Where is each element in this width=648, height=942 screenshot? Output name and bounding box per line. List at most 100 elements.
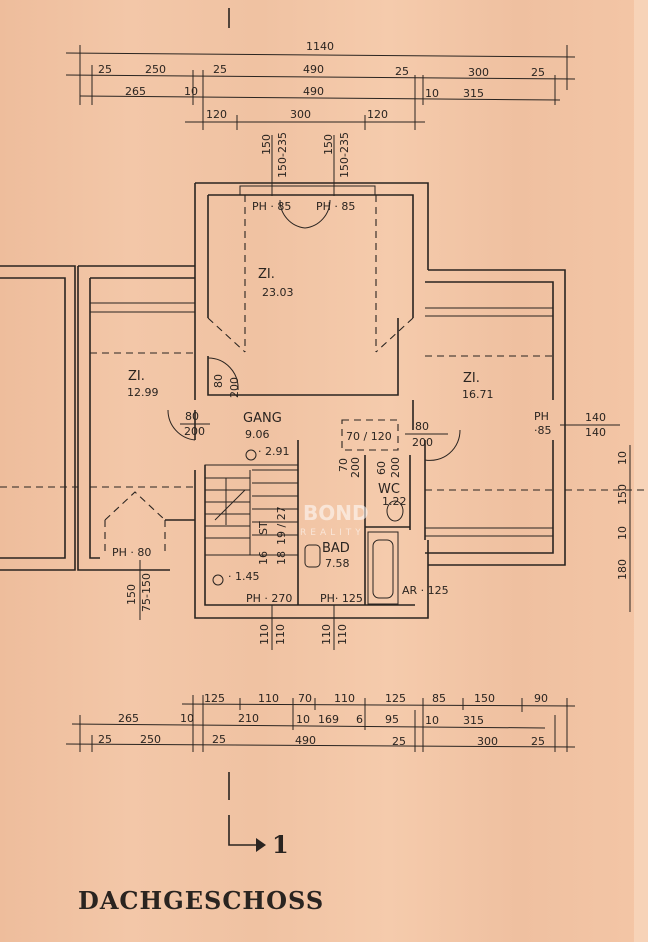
dim: 110: [258, 692, 279, 705]
dim: 70: [298, 692, 312, 705]
door-swings: [167, 199, 461, 461]
dimensions-bottom: 125 110 70 110 125 85 150 90 265 10 210 …: [65, 692, 576, 752]
dim: 125: [204, 692, 225, 705]
dimensions-side: 140 140 10 150 10 180 150 75-150 110 110…: [125, 411, 631, 650]
room-name: WC: [378, 482, 400, 497]
dim: 6: [356, 713, 363, 726]
door-dim: 60: [375, 461, 388, 475]
door-dim: 200: [412, 436, 433, 449]
dim-window: 150-235: [338, 132, 351, 178]
dim: 10: [425, 714, 439, 727]
dim: 150: [616, 484, 629, 505]
dim: 490: [295, 734, 316, 747]
ar-label: AR · 125: [402, 584, 449, 597]
level-label: · 1.45: [228, 570, 260, 583]
room-labels: ZI. 23.03 ZI. 12.99 ZI. 16.71 GANG 9.06 …: [127, 267, 494, 570]
dim: 110: [258, 624, 271, 645]
dimensions-top: 1140 25 250 25 490 25 300 25 265 10 490 …: [65, 40, 576, 196]
stair-label: 16: [257, 551, 270, 565]
stair-label: 19 / 27: [275, 506, 288, 545]
room-name: ZI.: [128, 369, 145, 384]
dim: 180: [616, 559, 629, 580]
dim: 265: [125, 85, 146, 98]
dim: 25: [531, 735, 545, 748]
dim: 169: [318, 713, 339, 726]
dim: 25: [98, 63, 112, 76]
ph-label: PH · 85: [316, 200, 355, 213]
dim: 490: [303, 85, 324, 98]
dim: 110: [274, 624, 287, 645]
dim: 265: [118, 712, 139, 725]
staircase: [204, 464, 299, 556]
room-area: 9.06: [245, 428, 270, 441]
door-dim: 200: [389, 457, 402, 478]
section-marker: 1: [228, 772, 289, 859]
dim: 25: [98, 733, 112, 746]
ph-label: PH · 270: [246, 592, 292, 605]
ph-label: PH· 125: [320, 592, 363, 605]
annotations: PH · 85 PH · 85 PH · 80 PH ·85 PH · 270 …: [112, 200, 552, 605]
room-area: 23.03: [262, 286, 294, 299]
watermark-text: REALITY: [300, 528, 365, 538]
dim: 110: [320, 624, 333, 645]
room-name: BAD: [322, 541, 350, 556]
ph-label: PH · 85: [252, 200, 291, 213]
dim: 300: [290, 108, 311, 121]
dim-window: 150: [322, 134, 335, 155]
dim: 120: [367, 108, 388, 121]
dim: 315: [463, 87, 484, 100]
dim: 300: [468, 66, 489, 79]
dim: 250: [140, 733, 161, 746]
dim: 10: [184, 85, 198, 98]
dim: 490: [303, 63, 324, 76]
dim: 120: [206, 108, 227, 121]
room-area: 1.22: [382, 495, 407, 508]
door-dim: 200: [184, 425, 205, 438]
paper-edge: [634, 0, 648, 942]
door-dim: 80: [415, 420, 429, 433]
dashed-lines: [0, 195, 648, 556]
dim: 75-150: [140, 573, 153, 612]
dim: 150: [474, 692, 495, 705]
dim: 25: [392, 735, 406, 748]
level-label: · 2.91: [258, 445, 290, 458]
dim: 90: [534, 692, 548, 705]
dim: 110: [336, 624, 349, 645]
dim: 250: [145, 63, 166, 76]
stair-label: ST: [257, 521, 270, 535]
dim: 25: [213, 63, 227, 76]
door-dim: 70: [337, 458, 350, 472]
dim: 210: [238, 712, 259, 725]
room-name: GANG: [243, 411, 282, 426]
room-area: 12.99: [127, 386, 159, 399]
room-area: 16.71: [462, 388, 494, 401]
door-dim: 80: [212, 374, 225, 388]
door-dim: 200: [349, 457, 362, 478]
dim: 10: [616, 451, 629, 465]
dim: 25: [531, 66, 545, 79]
door-dim: 80: [185, 410, 199, 423]
section-number: 1: [272, 830, 289, 859]
dim: 95: [385, 713, 399, 726]
dim: 25: [212, 733, 226, 746]
dim: 10: [296, 713, 310, 726]
dim-window: 150-235: [276, 132, 289, 178]
dim-total: 1140: [306, 40, 334, 53]
dim: 315: [463, 714, 484, 727]
floor-title: DACHGESCHOSS: [78, 886, 325, 915]
dim-window: 150: [260, 134, 273, 155]
dim: 10: [616, 526, 629, 540]
ph-label: PH · 80: [112, 546, 151, 559]
dim: 10: [425, 87, 439, 100]
dim: 25: [395, 65, 409, 78]
dim: 110: [334, 692, 355, 705]
dim: 150: [125, 584, 138, 605]
dim: 125: [385, 692, 406, 705]
dim: 85: [432, 692, 446, 705]
hatch-label: 70 / 120: [346, 430, 392, 443]
room-area: 7.58: [325, 557, 350, 570]
door-dim: 200: [228, 377, 241, 398]
dim: 140: [585, 426, 606, 439]
